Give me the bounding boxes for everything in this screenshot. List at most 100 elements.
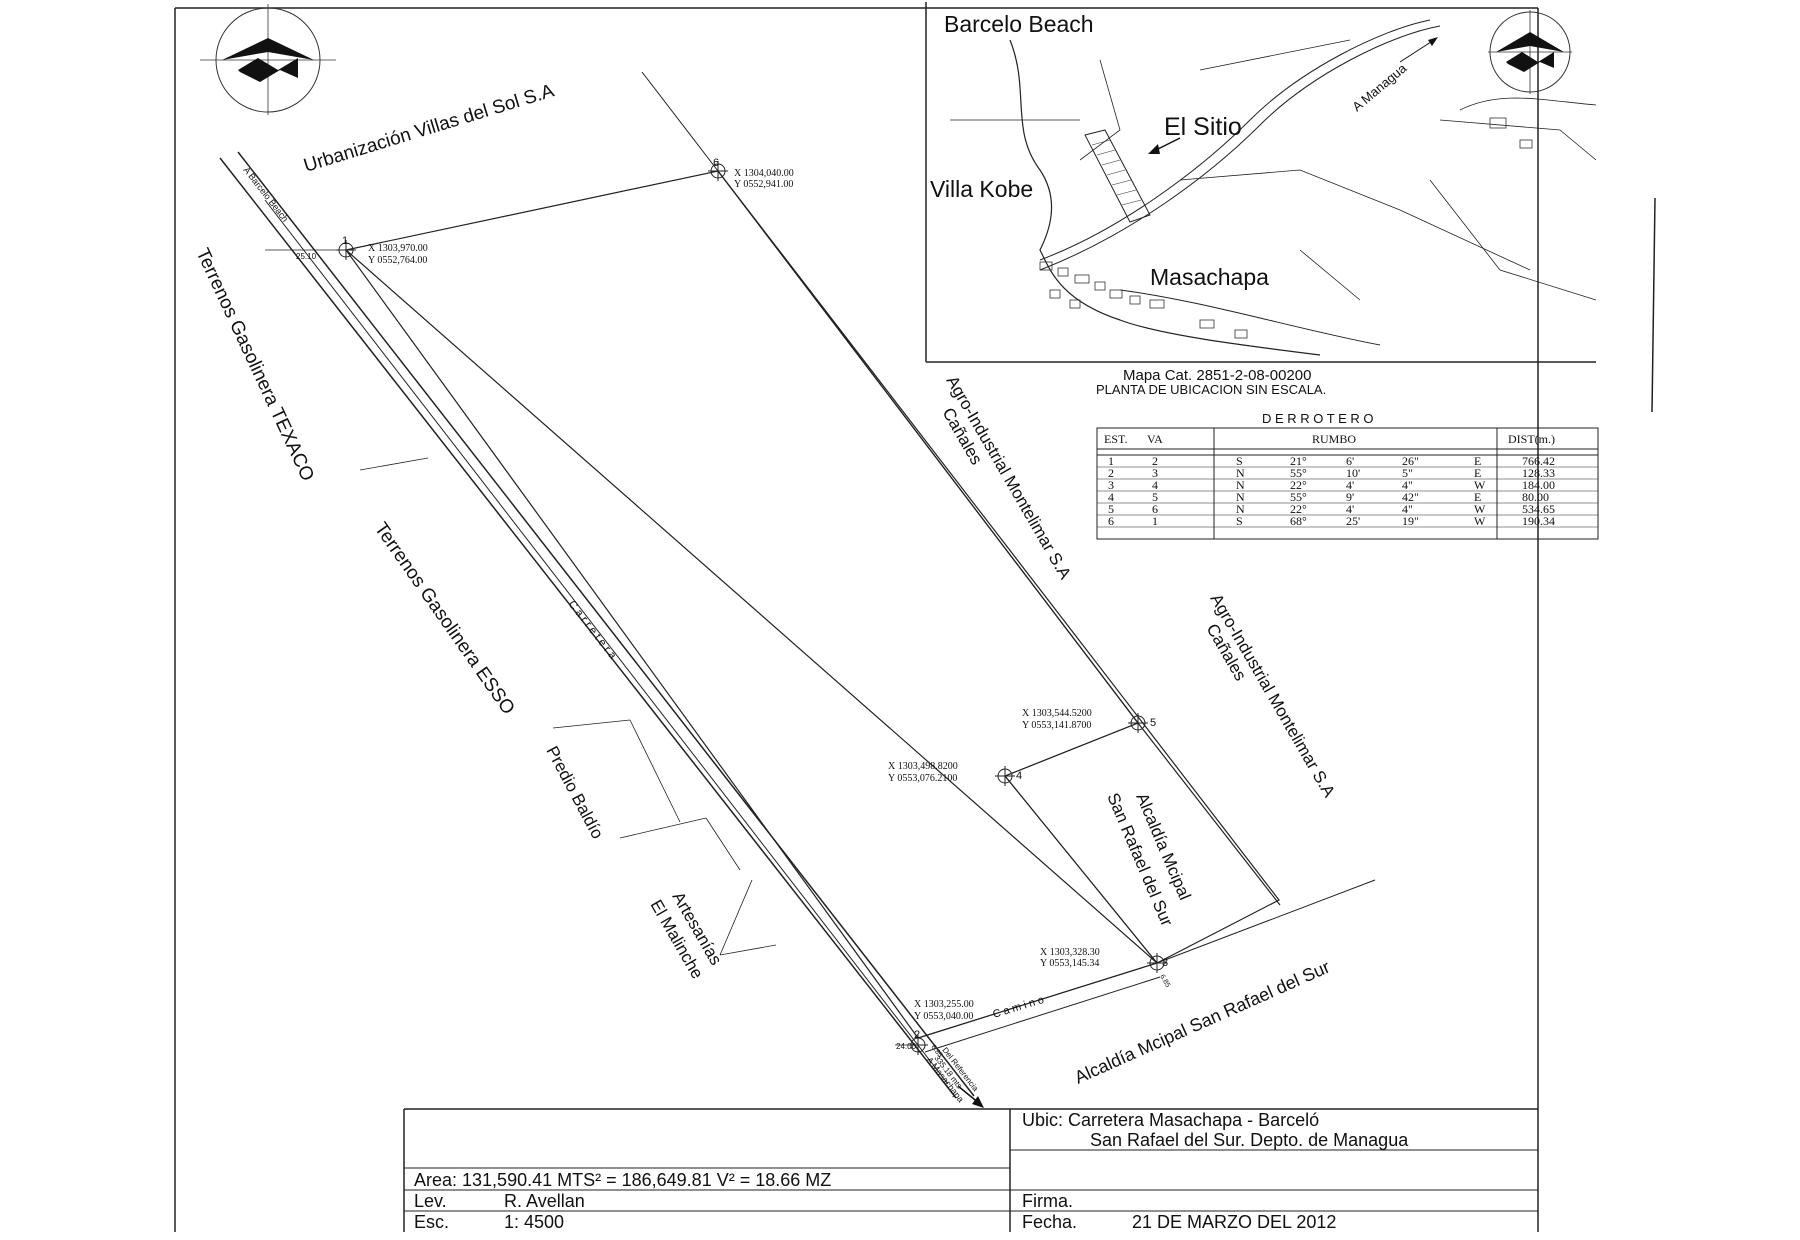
station-3-y: Y 0553,145.34 — [1040, 958, 1099, 969]
derrotero-cell: E — [1474, 490, 1481, 504]
derrotero-cell: 22° — [1290, 478, 1307, 492]
station-4-number: 4 — [1016, 770, 1022, 782]
derrotero-cell: 2 — [1152, 454, 1158, 468]
station-point-5 — [1128, 713, 1148, 733]
label-dim-top: 25.10 — [296, 252, 317, 261]
label-camino: Camino — [991, 993, 1048, 1021]
derrotero-cell: 68° — [1290, 514, 1307, 528]
derrotero-cell: W — [1474, 478, 1486, 492]
derrotero-cell: 10' — [1346, 466, 1360, 480]
station-point-4 — [995, 766, 1015, 786]
derrotero-cell: 19" — [1402, 514, 1419, 528]
title-block: Ubic: Carretera Masachapa - Barceló San … — [403, 1108, 1538, 1232]
derrotero-cell: 26" — [1402, 454, 1419, 468]
inset-label-a-managua: A Managua — [1349, 60, 1410, 114]
station-4-x: X 1303,498.8200 — [888, 761, 958, 772]
station-3-number: 3 — [1162, 957, 1168, 969]
station-2-number: 2 — [914, 1029, 920, 1041]
page-frame — [174, 7, 1656, 1232]
inset-label-el-sitio: El Sitio — [1164, 113, 1242, 141]
derrotero-cell: 22° — [1290, 502, 1307, 516]
esc-value: 1: 4500 — [504, 1212, 564, 1232]
derrotero-cell: 4" — [1402, 502, 1413, 516]
parcel-drawing — [219, 71, 1376, 1108]
derrotero-cell: 534.65 — [1522, 502, 1555, 516]
station-1-x: X 1303,970.00 — [368, 243, 428, 254]
inset-north-arrow-icon — [1488, 10, 1572, 94]
inset-location-map: Barcelo Beach El Sitio Villa Kobe Masach… — [925, 2, 1597, 397]
station-1-y: Y 0552,764.00 — [368, 255, 427, 266]
derrotero-cell: 1 — [1108, 454, 1114, 468]
derrotero-cell: 5 — [1108, 502, 1114, 516]
derrotero-cell: E — [1474, 454, 1481, 468]
inset-label-barcelo-beach: Barcelo Beach — [944, 11, 1094, 37]
derrotero-cell: 190.34 — [1522, 514, 1555, 528]
derrotero-cell: 9' — [1346, 490, 1354, 504]
derrotero-cell: 3 — [1152, 466, 1158, 480]
derrotero-cell: 4' — [1346, 478, 1354, 492]
station-point-3 — [1147, 953, 1167, 973]
derrotero-header-rumbo: RUMBO — [1312, 432, 1356, 446]
derrotero-cell: E — [1474, 466, 1481, 480]
fecha-label: Fecha. — [1022, 1212, 1077, 1232]
label-urbanizacion: Urbanización Villas del Sol S.A — [301, 80, 557, 176]
derrotero-cell: 184.00 — [1522, 478, 1555, 492]
label-dim-bottom: 24.00 — [896, 1042, 917, 1051]
derrotero-cell: N — [1236, 490, 1245, 504]
area-value: Area: 131,590.41 MTS² = 186,649.81 V² = … — [414, 1170, 831, 1190]
derrotero-cell: W — [1474, 514, 1486, 528]
station-3-x: X 1303,328.30 — [1040, 947, 1100, 958]
derrotero-cell: 25' — [1346, 514, 1360, 528]
derrotero-cell: 5" — [1402, 466, 1413, 480]
derrotero-cell: 1 — [1152, 514, 1158, 528]
station-6-number: 6 — [713, 157, 719, 169]
ubicacion-line-2: San Rafael del Sur. Depto. de Managua — [1090, 1130, 1409, 1150]
derrotero-cell: 42" — [1402, 490, 1419, 504]
label-gasolinera-esso: Terrenos Gasolinera ESSO — [370, 519, 519, 719]
label-gasolinera-texaco: Terrenos Gasolinera TEXACO — [191, 245, 317, 484]
derrotero-header-va: VA — [1147, 432, 1163, 446]
derrotero-cell: 4 — [1108, 490, 1114, 504]
derrotero-table: D E R R O T E R O EST. VA RUMBO DIST(m.)… — [1096, 411, 1599, 540]
station-4-y: Y 0553,076.2100 — [888, 773, 957, 784]
lev-value: R. Avellan — [504, 1191, 585, 1211]
station-5-number: 5 — [1150, 717, 1156, 729]
inset-scale-note: PLANTA DE UBICACION SIN ESCALA. — [1096, 382, 1326, 397]
map-cat-label: Mapa Cat. 2851-2-08-00200 — [1123, 367, 1311, 384]
label-alcaldia-outer: Alcaldía Mcipal San Rafael del Sur — [1071, 957, 1332, 1088]
north-arrow-icon — [200, 4, 336, 115]
station-5-y: Y 0553,141.8700 — [1022, 720, 1091, 731]
label-agro-industrial-1: Agro-Industrial Montelimar S.A — [943, 373, 1076, 584]
derrotero-header-est: EST. — [1104, 432, 1127, 446]
derrotero-cell: N — [1236, 466, 1245, 480]
esc-label: Esc. — [414, 1212, 449, 1232]
station-1-number: 1 — [342, 235, 348, 247]
derrotero-cell: 128.33 — [1522, 466, 1555, 480]
station-2-x: X 1303,255.00 — [914, 999, 974, 1010]
derrotero-cell: 4 — [1152, 478, 1158, 492]
station-2-y: Y 0553,040.00 — [914, 1011, 973, 1022]
inset-label-masachapa: Masachapa — [1150, 264, 1269, 290]
derrotero-cell: N — [1236, 502, 1245, 516]
derrotero-cell: 6 — [1152, 502, 1158, 516]
station-6-x: X 1304,040.00 — [734, 168, 794, 179]
station-6-y: Y 0552,941.00 — [734, 179, 793, 190]
derrotero-cell: N — [1236, 478, 1245, 492]
ubicacion-line-1: Ubic: Carretera Masachapa - Barceló — [1022, 1110, 1319, 1130]
derrotero-cell: 55° — [1290, 490, 1307, 504]
label-predio-baldio: Predio Baldío — [542, 743, 607, 842]
station-labels: 1 X 1303,970.00 Y 0552,764.00 2 X 1303,2… — [342, 157, 1168, 1041]
inset-label-villa-kobe: Villa Kobe — [930, 176, 1033, 202]
derrotero-cell: 766.42 — [1522, 454, 1555, 468]
derrotero-cell: S — [1236, 514, 1243, 528]
derrotero-cell: S — [1236, 454, 1243, 468]
label-dim-3: 6.85 — [1158, 974, 1171, 989]
derrotero-cell: 80.00 — [1522, 490, 1549, 504]
station-markers — [336, 161, 1167, 1055]
derrotero-title: D E R R O T E R O — [1262, 411, 1373, 426]
lev-label: Lev. — [414, 1191, 447, 1211]
derrotero-cell: 2 — [1108, 466, 1114, 480]
derrotero-cell: 4' — [1346, 502, 1354, 516]
derrotero-cell: 4" — [1402, 478, 1413, 492]
station-5-x: X 1303,544.5200 — [1022, 708, 1092, 719]
